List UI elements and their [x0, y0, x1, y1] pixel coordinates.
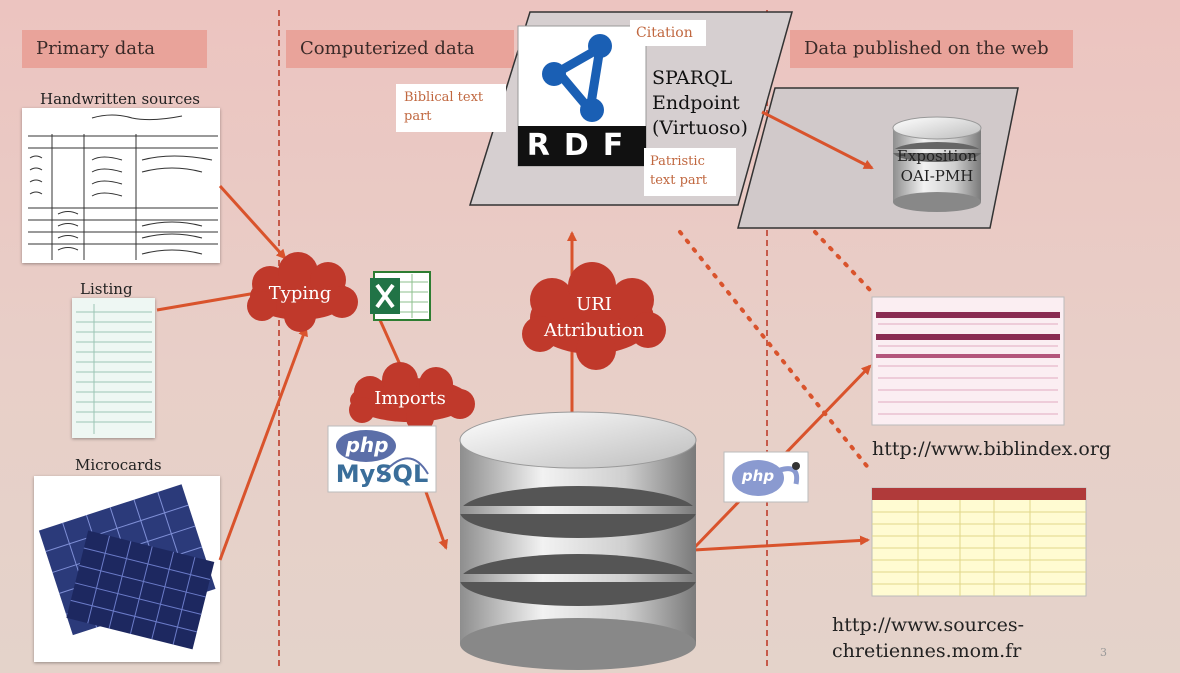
exposition-database [892, 116, 982, 212]
handwritten-thumbnail [22, 108, 220, 263]
label-listing: Listing [80, 280, 133, 298]
biblical-line-2: part [404, 109, 432, 124]
uri-line-1: URI [576, 294, 612, 315]
listing-sketch [76, 304, 152, 434]
page-number: 3 [1100, 646, 1107, 659]
php-elephant-text: php [741, 467, 775, 485]
uri-attribution-cloud [522, 262, 666, 370]
biblical-text-label: Biblical text part [396, 84, 506, 132]
imports-cloud [349, 362, 475, 432]
arrow-listing-typing [156, 288, 264, 312]
biblindex-url[interactable]: http://www.biblindex.org [872, 438, 1112, 460]
arrow-db-sources [693, 535, 870, 552]
php-elephant-logo [723, 451, 809, 503]
sc-url-line-2: chretiennes.mom.fr [832, 640, 1022, 662]
sources-chretiennes-screenshot [871, 487, 1087, 597]
dotted-arrow-rdf-sources [678, 230, 872, 472]
arrow-handwritten-typing [218, 184, 287, 260]
exposition-line-1: Exposition [896, 147, 978, 165]
exposition-label: Exposition OAI-PMH [885, 146, 989, 186]
exposition-line-2: OAI-PMH [900, 167, 974, 185]
sc-url-line-1: http://www.sources- [832, 614, 1025, 636]
rdf-logo-text: RDF [526, 128, 638, 163]
biblindex-screenshot [871, 296, 1065, 426]
citation-label: Citation [630, 20, 706, 46]
divider-right [766, 10, 768, 666]
sources-chretiennes-url[interactable]: http://www.sources- chretiennes.mom.fr [832, 612, 1024, 664]
imports-cloud-text: Imports [374, 388, 446, 409]
sparql-line-1: SPARQL [652, 67, 733, 89]
listing-thumbnail [72, 298, 155, 438]
patristic-text-label: Patristic text part [644, 148, 736, 196]
dotted-arrow-exposition-biblindex [813, 230, 872, 292]
header-primary-data: Primary data [22, 30, 207, 68]
sparql-endpoint-label: SPARQL Endpoint (Virtuoso) [652, 66, 762, 141]
microcards-thumbnail [34, 476, 220, 662]
excel-icon [370, 271, 431, 321]
sparql-line-2: Endpoint [652, 92, 740, 114]
microcards-sketch [38, 484, 216, 650]
patristic-line-1: Patristic [650, 154, 705, 169]
rdf-logo [517, 25, 647, 167]
header-computerized-data: Computerized data [286, 30, 514, 68]
label-handwritten: Handwritten sources [40, 90, 200, 108]
biblical-line-1: Biblical text [404, 90, 484, 105]
mysql-logo-text: MySQL [335, 460, 429, 488]
arrow-sparql-exposition [761, 110, 874, 170]
php-logo-text: php [345, 433, 389, 457]
typing-cloud [247, 252, 358, 332]
patristic-line-2: text part [650, 173, 708, 188]
handwritten-sketch [28, 114, 218, 260]
header-published-data: Data published on the web [790, 30, 1073, 68]
uri-attribution-cloud-text: URI Attribution [536, 292, 652, 344]
divider-left [278, 10, 280, 666]
arrow-mysql-db [424, 491, 449, 550]
arrow-microcards-typing [218, 326, 308, 561]
uri-line-2: Attribution [543, 320, 645, 341]
label-microcards: Microcards [75, 456, 162, 474]
main-database [459, 411, 697, 670]
typing-cloud-text: Typing [268, 283, 332, 304]
php-mysql-logo [327, 425, 437, 493]
sparql-line-3: (Virtuoso) [652, 117, 748, 139]
